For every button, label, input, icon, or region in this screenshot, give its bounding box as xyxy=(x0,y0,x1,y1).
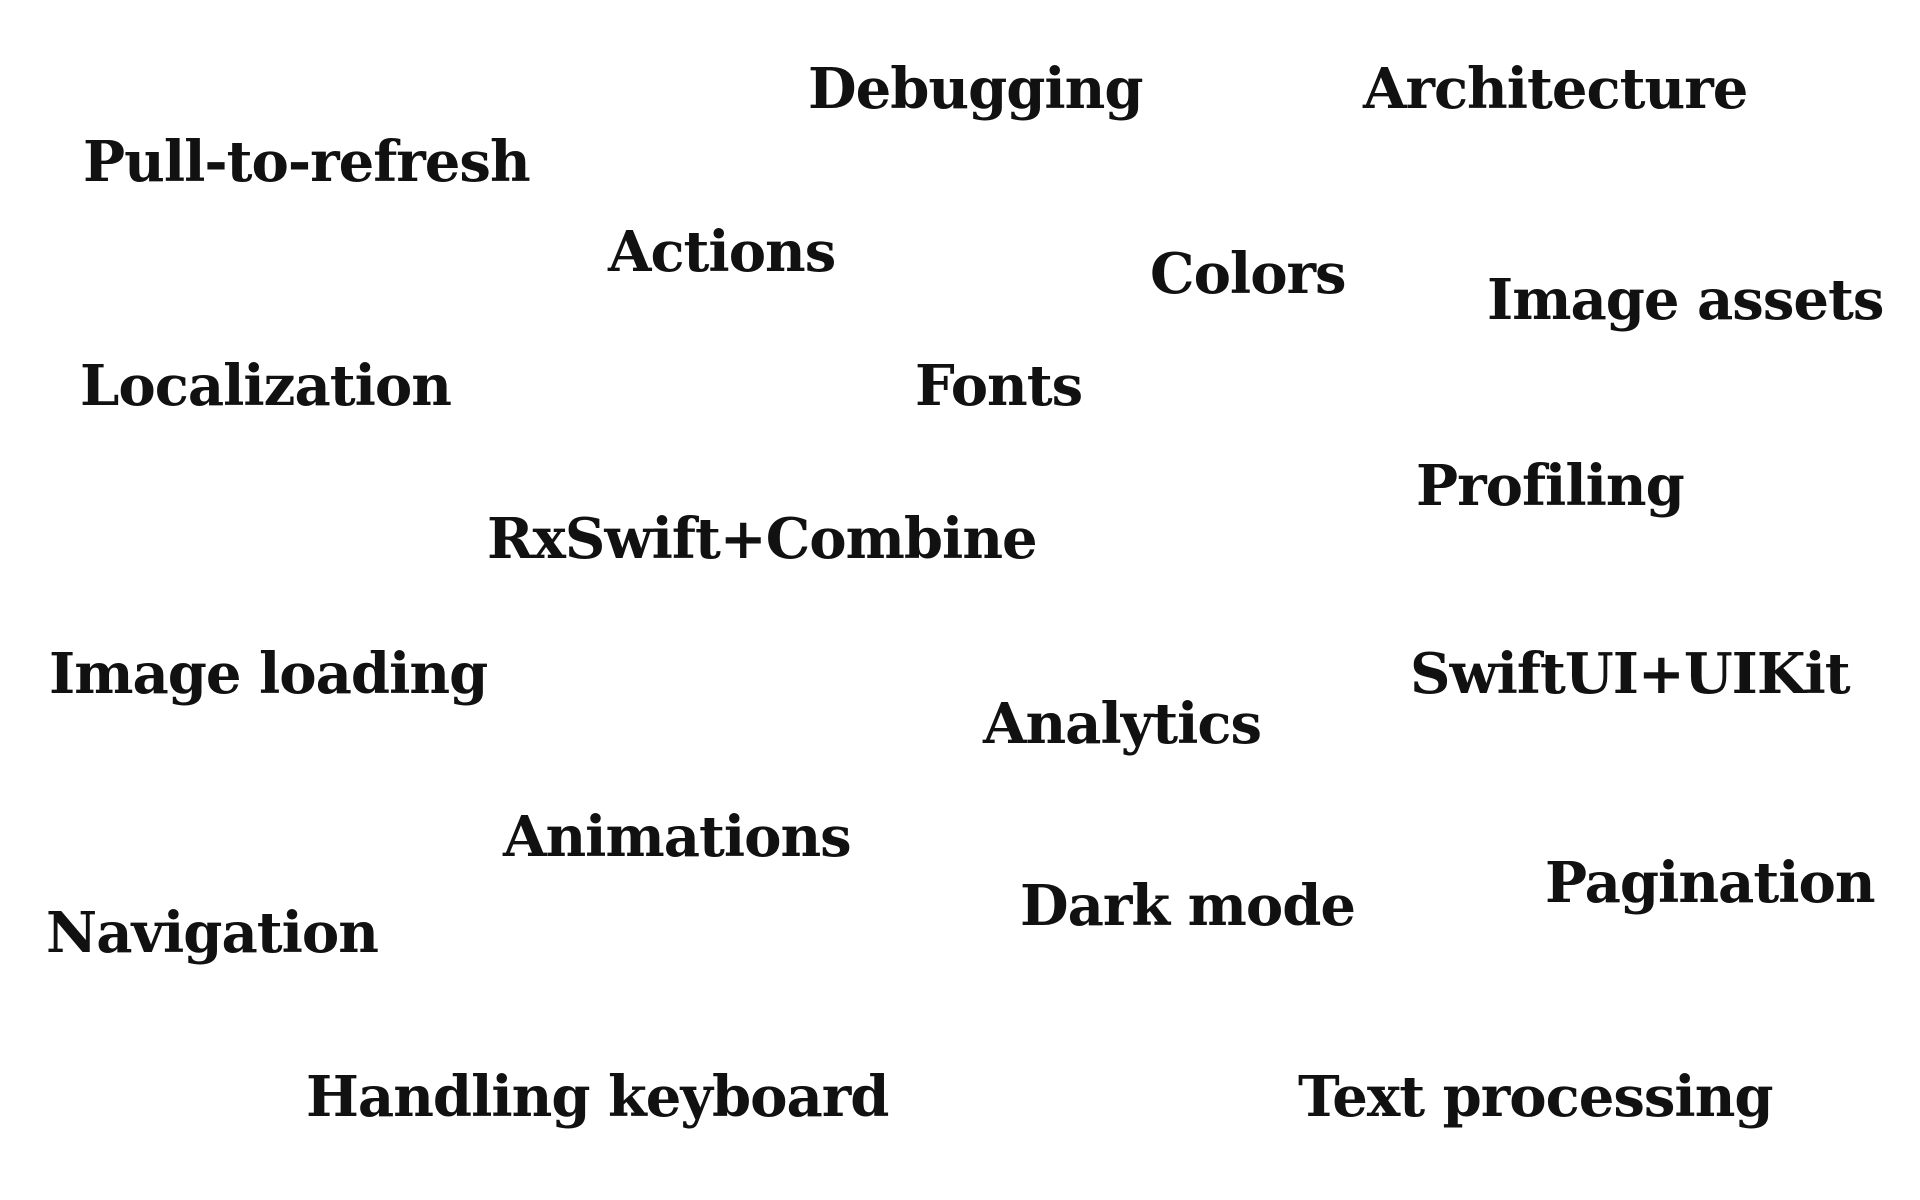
topic-localization: Localization xyxy=(80,353,452,419)
topic-actions: Actions xyxy=(608,219,836,285)
topic-fonts: Fonts xyxy=(915,353,1083,419)
topic-image-loading: Image loading xyxy=(49,641,488,707)
topic-debugging: Debugging xyxy=(808,56,1144,122)
topic-handling-keyboard: Handling keyboard xyxy=(306,1064,889,1130)
topic-rxswift-combine: RxSwift+Combine xyxy=(487,506,1038,572)
topic-colors: Colors xyxy=(1150,241,1347,307)
topic-dark-mode: Dark mode xyxy=(1020,873,1356,939)
topic-architecture: Architecture xyxy=(1363,56,1748,122)
topic-swiftui-uikit: SwiftUI+UIKit xyxy=(1410,641,1851,707)
topic-pull-to-refresh: Pull-to-refresh xyxy=(83,129,531,195)
topic-pagination: Pagination xyxy=(1545,850,1876,916)
topic-text-processing: Text processing xyxy=(1298,1064,1774,1130)
topic-analytics: Analytics xyxy=(983,691,1262,757)
topic-image-assets: Image assets xyxy=(1487,267,1884,333)
topic-animations: Animations xyxy=(503,804,852,870)
topic-navigation: Navigation xyxy=(46,900,379,966)
topic-profiling: Profiling xyxy=(1416,453,1685,519)
